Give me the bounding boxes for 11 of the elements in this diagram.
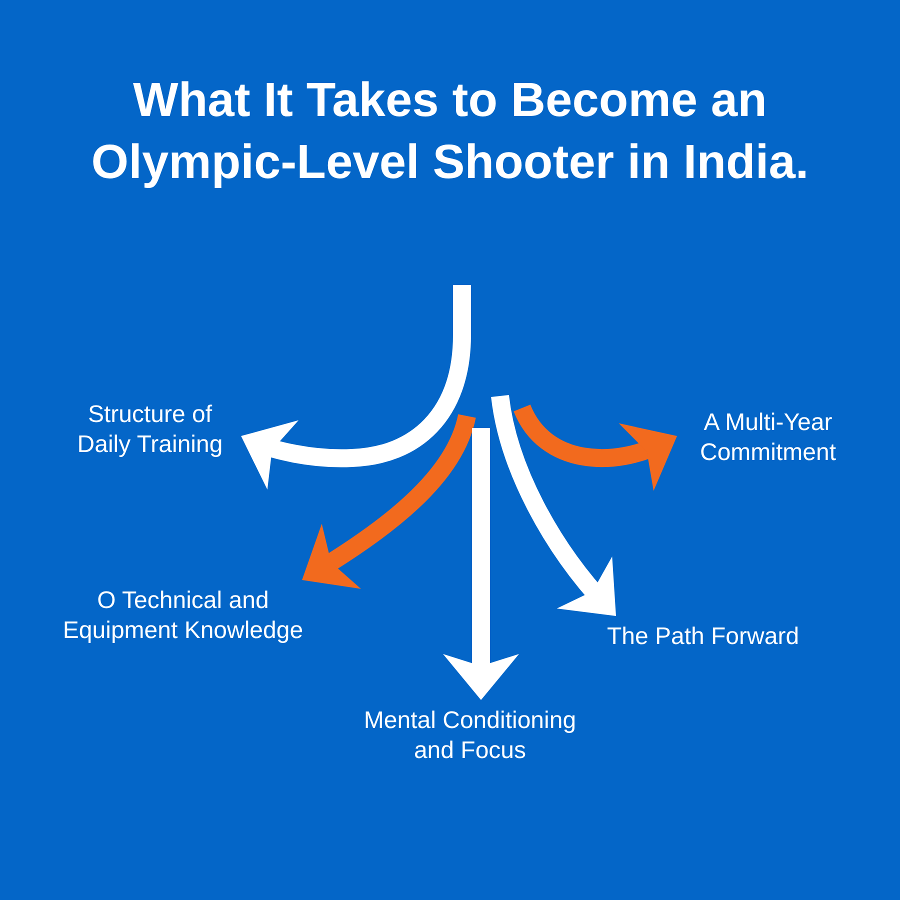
branch-label: O Technical and Equipment Knowledge	[62, 587, 304, 644]
arrow	[443, 428, 519, 700]
arrow	[240, 285, 471, 490]
title: What It Takes to Become an Olympic-Level Shooter in India.	[91, 74, 809, 189]
branch-label: Mental Conditioning and Focus	[364, 707, 576, 764]
arrow	[514, 404, 678, 490]
branch-label: A Multi-Year Commitment	[700, 409, 836, 466]
branch-label: Structure of Daily Training	[77, 401, 223, 458]
arrow	[491, 394, 616, 616]
arrow	[302, 414, 476, 588]
branch-label: The Path Forward	[606, 623, 800, 650]
